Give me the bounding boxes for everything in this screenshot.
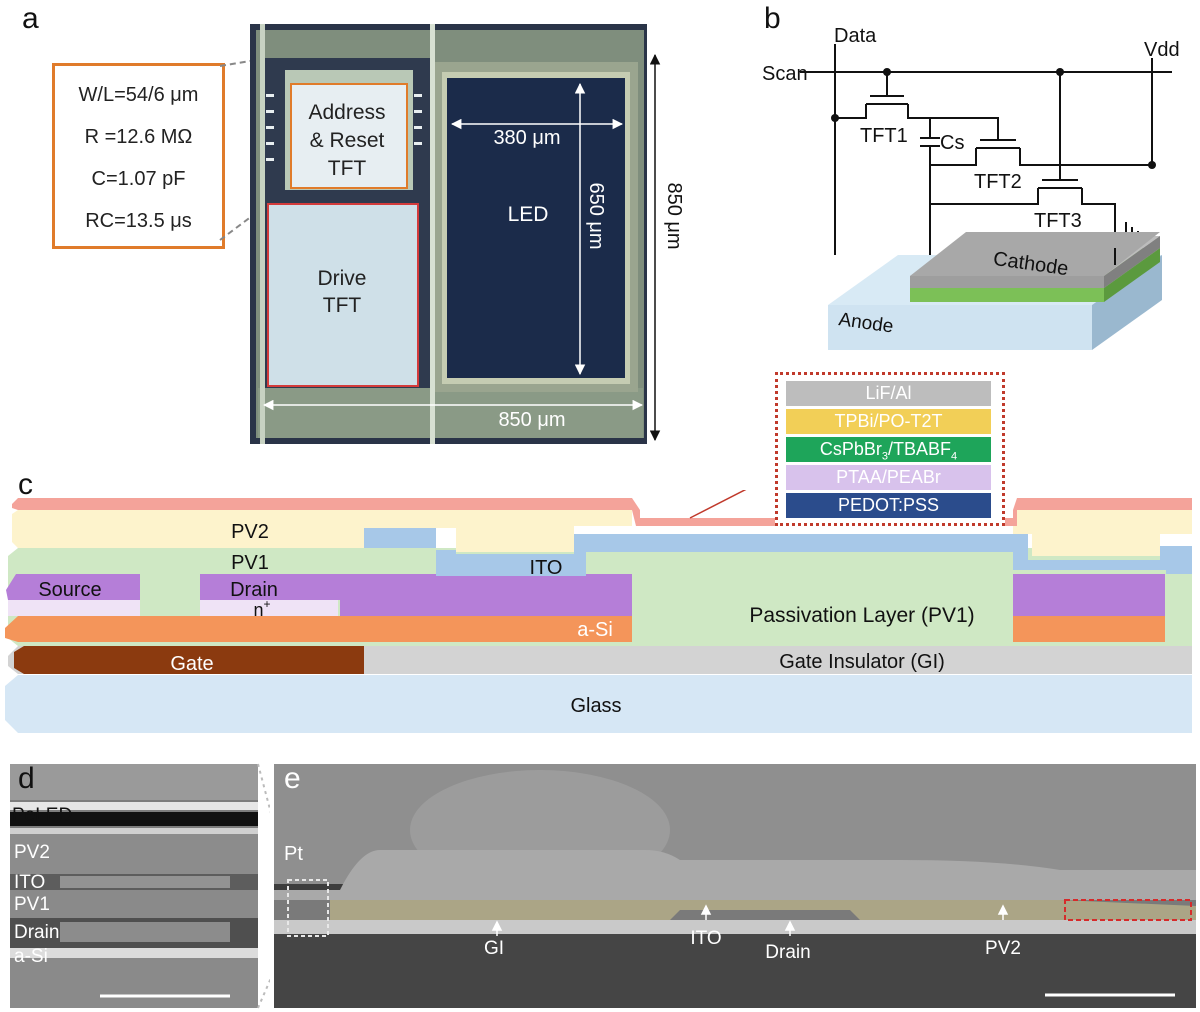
label-data: Data [834,25,877,47]
label-nplus: n+ [253,597,270,620]
tft-spec-box: W/L=54/6 μm R =12.6 MΩ C=1.07 pF RC=13.5… [52,63,225,249]
panel-label-b: b [764,2,781,35]
label-scan: Scan [762,63,808,85]
label-d-pv1: PV1 [14,894,50,915]
label-gate: Gate [170,653,213,675]
label-led: LED [508,203,549,226]
label-pv1: PV1 [231,552,269,574]
panel-label-e: e [284,762,301,795]
label-e-pv2: PV2 [985,938,1021,959]
layer-lif-al: LiF/Al [786,381,991,406]
spec-rc: RC=13.5 μs [85,210,192,232]
layer-ptaa: PTAA/PEABr [786,465,991,490]
label-650: 650 μm [585,182,607,249]
spec-c: C=1.07 pF [91,168,186,190]
label-glass: Glass [570,695,621,717]
label-passivation: Passivation Layer (PV1) [749,604,974,627]
label-drain: Drain [230,579,278,601]
panel-label-a: a [22,2,39,35]
label-ito: ITO [530,557,563,579]
label-gi: Gate Insulator (GI) [779,651,945,673]
pixel-micrograph: Address & Reset TFT Drive TFT LED 380 μm… [219,24,685,444]
pixel-circuit: Data Vdd Scan TFT1 Cs TFT2 TFT3 Cathode … [762,25,1180,350]
layer-pedot: PEDOT:PSS [786,493,991,518]
label-address-3: TFT [328,157,367,180]
label-address-1: Address [308,101,385,124]
sem-crosssection-e: Pt GI ITO Drain PV2 [274,764,1196,1008]
label-asi: a-Si [577,619,613,641]
spec-wl: W/L=54/6 μm [78,84,199,106]
label-vdd: Vdd [1144,39,1180,61]
label-850-h: 850 μm [498,409,565,431]
spec-r: R =12.6 MΩ [84,126,193,148]
label-e-gi: GI [484,938,504,959]
label-e-pt: Pt [284,843,303,865]
label-d-asi: a-Si [14,946,48,967]
label-tft1: TFT1 [860,125,908,147]
label-d-peled: PeLED [12,805,72,826]
label-tft3: TFT3 [1034,210,1082,232]
label-e-ito: ITO [690,928,721,949]
label-cs: Cs [940,132,964,154]
label-pv2: PV2 [231,521,269,543]
layer-cspbbr3: CsPbBr3/TBABF4 [786,437,991,463]
label-tft2: TFT2 [974,171,1022,193]
layer-tpbi: TPBi/PO-T2T [786,409,991,434]
label-d-ito: ITO [14,872,45,893]
panel-label-d: d [18,762,35,795]
device-cross-section: PV2 PV1 ITO Source Drain n+ a-Si Passiva… [5,490,1192,733]
label-e-drain: Drain [765,942,810,963]
label-380: 380 μm [493,127,560,149]
panel-label-c: c [18,468,33,501]
label-d-drain: Drain [14,922,59,943]
label-address-2: & Reset [310,129,385,152]
label-drive-1: Drive [317,267,366,290]
peled-stack-inset: LiF/Al TPBi/PO-T2T CsPbBr3/TBABF4 PTAA/P… [775,372,1005,526]
sem-closeup-d: PeLED PV2 ITO PV1 Drain a-Si [10,763,270,1009]
label-d-pv2: PV2 [14,842,50,863]
label-850-v: 850 μm [663,182,685,249]
label-drive-2: TFT [323,294,362,317]
label-source: Source [38,579,101,601]
